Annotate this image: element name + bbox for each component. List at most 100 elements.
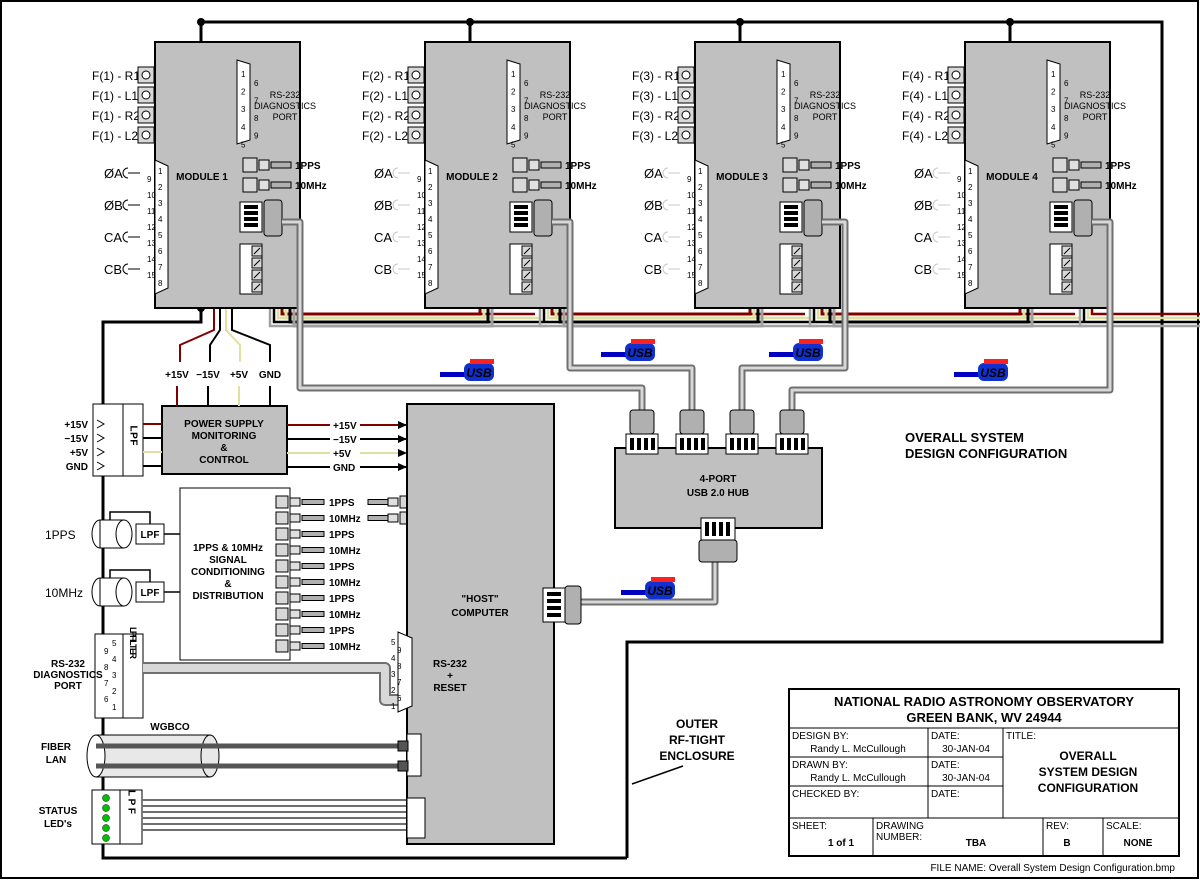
feed-label: F(2) - R2 [362, 109, 410, 123]
rail-lpf-sleeve [92, 403, 124, 477]
coax-lead-icon [270, 181, 292, 189]
phase-input-label: CB [374, 262, 392, 277]
diag-port-label: PORT [543, 112, 568, 122]
db9-shell-icon [236, 59, 251, 145]
fiber-port-icon [406, 733, 422, 777]
db15-pin: 3 [428, 199, 433, 208]
db15-pin: 2 [158, 183, 163, 192]
arrow-icon [398, 449, 407, 457]
feed-label: F(2) - L1 [362, 89, 408, 103]
phase-input-icon [392, 167, 399, 179]
title-line3: CONFIGURATION [1038, 781, 1138, 795]
host-title-line: COMPUTER [451, 608, 509, 619]
usb-logo-swoosh [470, 359, 494, 364]
db15-pin: 1 [968, 167, 973, 176]
cond-title-line: & [224, 579, 231, 590]
usb-pin-icon [784, 217, 798, 221]
usb-pin-icon [630, 438, 634, 450]
usb-pin-icon [244, 211, 258, 215]
db15-pin: 13 [147, 239, 156, 248]
ps-title-line: POWER SUPPLY [184, 419, 264, 430]
sma-center-icon [141, 90, 151, 100]
db15-pin: 13 [687, 239, 696, 248]
sma-center-icon [951, 70, 961, 80]
sma-connector-icon [275, 559, 289, 573]
sma-connector-icon [782, 177, 798, 193]
host-db9-pin: 1 [391, 702, 396, 711]
db15-pin: 1 [428, 167, 433, 176]
db15-pin: 3 [968, 199, 973, 208]
module-4: MODULE 4F(4) - R1F(4) - L1F(4) - R2F(4) … [902, 41, 1137, 309]
usb-plug-icon [803, 199, 823, 237]
ps-title-line: CONTROL [199, 455, 248, 466]
scale-label: SCALE: [1106, 821, 1142, 832]
db15-pin: 14 [147, 255, 156, 264]
cond-title-line: DISTRIBUTION [192, 591, 263, 602]
module-title: MODULE 3 [716, 172, 768, 183]
title-line1: OVERALL [1059, 749, 1116, 763]
rs232-input-label: PORT [54, 681, 82, 692]
overall-note-line2: DESIGN CONFIGURATION [905, 446, 1067, 461]
phase-input-icon [932, 263, 939, 275]
drawn-by-label: DRAWN BY: [792, 760, 848, 771]
host-db9-pin: 7 [397, 678, 402, 687]
ref-input-label: 1PPS [1105, 161, 1131, 172]
db9-pin: 8 [524, 114, 529, 123]
terminal-slot-icon [523, 247, 531, 255]
diag-port-label: RS-232 [1080, 90, 1111, 100]
db15-pin: 7 [698, 263, 703, 272]
db15-pin: 2 [968, 183, 973, 192]
sma-connector-icon [512, 157, 528, 173]
module-title: MODULE 2 [446, 172, 498, 183]
design-date-label: DATE: [931, 731, 960, 742]
ref-input-label: 1PPS [295, 161, 321, 172]
phase-input-icon [392, 263, 399, 275]
fiber-conduit [95, 734, 211, 778]
fiber-end-icon [86, 734, 106, 778]
db9-pin: 1 [1051, 70, 1056, 79]
db9-shell-icon [776, 59, 791, 145]
fiber-end-icon [200, 734, 220, 778]
db9-pin: 1 [511, 70, 516, 79]
usb-pin-icon [514, 217, 528, 221]
host-db9-pin: 6 [397, 694, 402, 703]
terminal-slot-icon [523, 283, 531, 291]
host-db9-pin: 3 [391, 670, 396, 679]
feed-label: F(1) - L2 [92, 129, 138, 143]
wgbco-label: WGBCO [150, 722, 190, 733]
usb-logo-text: USB [627, 346, 653, 360]
status-label: LED's [44, 819, 72, 830]
feed-label: F(1) - R1 [92, 69, 140, 83]
usb-logo-icon: USB [954, 359, 1008, 381]
power-supply-box [161, 405, 288, 475]
rs232-pin: 1 [112, 703, 117, 712]
db15-pin: 11 [687, 207, 696, 216]
usb-pin-icon [547, 613, 561, 617]
usb-pin-icon [1054, 205, 1068, 209]
conditioning-box [179, 487, 291, 661]
design-date-value: 30-JAN-04 [942, 744, 990, 755]
phase-input-icon [662, 263, 669, 275]
db9-pin: 4 [781, 123, 786, 132]
coax-lead-icon [301, 595, 325, 601]
db9-pin: 9 [524, 132, 529, 141]
coax-lead-icon [810, 181, 832, 189]
arrow-icon [398, 435, 407, 443]
db9-pin: 9 [1064, 132, 1069, 141]
phase-input-label: ØB [914, 198, 933, 213]
terminal-slot-icon [1063, 247, 1071, 255]
db9-pin: 6 [254, 79, 259, 88]
sheet-label: SHEET: [792, 821, 827, 832]
usb-logo-swoosh [799, 339, 823, 344]
usb-pin-icon [794, 438, 798, 450]
ps-top-rail-label: +15V [165, 370, 189, 381]
coax-lead-icon [301, 563, 325, 569]
rs232-cable-inner [143, 664, 400, 704]
sma-connector-icon [275, 575, 289, 589]
phase-input-label: CB [644, 262, 662, 277]
host-computer [406, 403, 555, 845]
